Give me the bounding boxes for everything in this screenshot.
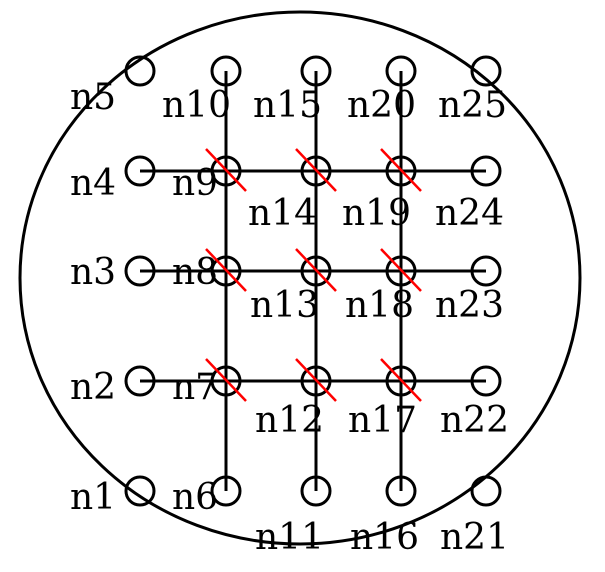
cut-mark-n19 [380,148,422,192]
boundary-ellipse [18,10,582,546]
node-n16 [385,475,417,507]
node-n13 [300,255,332,287]
node-n21 [470,475,502,507]
node-n2 [124,365,156,397]
node-label-n21: n21 [440,517,509,558]
node-label-n4: n4 [70,163,116,204]
cut-mark-n14 [295,148,337,192]
node-n4 [124,155,156,187]
node-label-n25: n25 [438,85,507,126]
node-label-n10: n10 [162,85,231,126]
node-label-n9: n9 [172,163,218,204]
node-n8 [210,255,242,287]
node-n24 [470,155,502,187]
node-n5 [124,55,156,87]
node-label-n2: n2 [70,367,116,408]
cut-mark-n17 [380,358,422,402]
cut-mark-n7 [205,358,247,402]
node-n14 [300,155,332,187]
node-label-n14: n14 [248,193,317,234]
node-n10 [210,55,242,87]
node-n22 [470,365,502,397]
node-label-n6: n6 [172,477,218,518]
node-label-n18: n18 [345,285,414,326]
node-label-n23: n23 [435,285,504,326]
node-n1 [124,475,156,507]
node-label-n11: n11 [255,517,324,558]
node-n11 [300,475,332,507]
cut-mark-n13 [295,248,337,292]
node-label-n12: n12 [255,400,324,441]
node-label-n15: n15 [253,85,322,126]
labels-layer: n1 n2 n3 n4 n5 n6 n7 n8 n9 n10 n11 n12 n13 n14 n15 n16 n… [70,77,509,558]
nodes-layer [124,55,502,507]
node-n12 [300,365,332,397]
node-label-n1: n1 [70,477,116,518]
node-n6 [210,475,242,507]
node-label-n16: n16 [350,517,419,558]
cut-mark-n12 [295,358,337,402]
node-label-n19: n19 [342,193,411,234]
node-label-n13: n13 [250,285,319,326]
node-label-n22: n22 [440,400,509,441]
node-n9 [210,155,242,187]
node-n3 [124,255,156,287]
node-label-n3: n3 [70,252,116,293]
node-n15 [300,55,332,87]
node-n20 [385,55,417,87]
node-n19 [385,155,417,187]
node-n23 [470,255,502,287]
node-n7 [210,365,242,397]
cut-mark-n18 [380,248,422,292]
edges-layer [140,71,486,491]
node-label-n8: n8 [172,252,218,293]
node-label-n20: n20 [347,85,416,126]
node-label-n7: n7 [172,367,218,408]
node-label-n17: n17 [348,400,417,441]
node-label-n5: n5 [70,77,116,118]
cut-mark-n8 [205,248,247,292]
node-n17 [385,365,417,397]
cut-mark-n9 [205,148,247,192]
node-label-n24: n24 [435,193,504,234]
node-n18 [385,255,417,287]
cut-marks-layer [205,148,422,402]
node-n25 [470,55,502,87]
